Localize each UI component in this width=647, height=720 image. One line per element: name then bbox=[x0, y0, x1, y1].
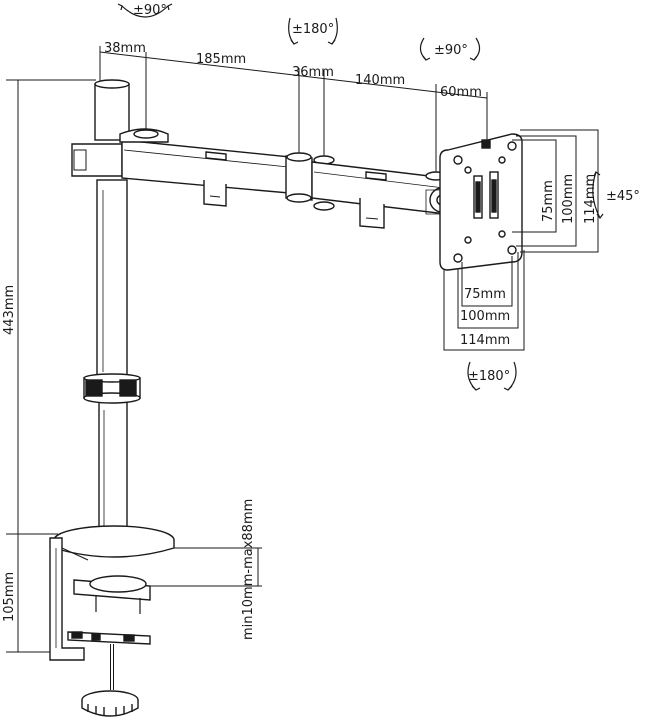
angle-label-top-mid: ±180° bbox=[292, 22, 334, 37]
vesa-horizontal-dimensions: 75mm 100mm 114mm bbox=[443, 250, 525, 351]
dim-36mm: 36mm bbox=[292, 65, 334, 80]
tilt-arc: ±45° bbox=[592, 171, 640, 219]
angle-label-tilt: ±45° bbox=[606, 189, 640, 204]
angle-label-bottom: ±180° bbox=[468, 369, 510, 384]
vesa-plate bbox=[439, 133, 523, 271]
clamp-knob bbox=[81, 690, 139, 717]
dim-vesa-114-horizontal: 114mm bbox=[460, 333, 510, 348]
dim-vesa-114-vertical: 114mm bbox=[583, 174, 598, 224]
height-dimension: 443mm bbox=[2, 79, 96, 535]
angle-label-top-left: ±90° bbox=[133, 3, 167, 18]
rotation-arc-bottom: ±180° bbox=[467, 361, 517, 391]
dim-desk-range: min10mm-max88mm bbox=[241, 499, 256, 640]
dim-38mm: 38mm bbox=[104, 41, 146, 56]
rotation-arc-top-right: ±90° bbox=[419, 37, 481, 61]
dim-185mm: 185mm bbox=[196, 52, 246, 67]
dim-vesa-75-vertical: 75mm bbox=[541, 180, 556, 222]
pole bbox=[94, 79, 130, 533]
dim-vesa-100-vertical: 100mm bbox=[561, 174, 576, 224]
rotation-arc-top-mid: ±180° bbox=[288, 17, 338, 45]
dim-60mm: 60mm bbox=[440, 85, 482, 100]
angle-label-top-right: ±90° bbox=[434, 43, 468, 58]
dim-105mm: 105mm bbox=[2, 572, 17, 622]
desk-thickness-dimension: min10mm-max88mm bbox=[150, 499, 262, 640]
arm-length-dimension: 38mm 185mm 36mm 140mm 60mm bbox=[99, 41, 488, 178]
base-disc bbox=[53, 525, 175, 558]
rotation-arc-top-left: ±90° bbox=[117, 3, 173, 18]
pole-collar bbox=[83, 373, 141, 404]
dim-140mm: 140mm bbox=[355, 73, 405, 88]
vesa-vertical-dimensions: 75mm 100mm 114mm bbox=[512, 129, 599, 253]
arm-elbow-joint bbox=[285, 152, 335, 211]
dim-vesa-75-horizontal: 75mm bbox=[464, 287, 506, 302]
desk-clamp bbox=[49, 537, 151, 690]
dim-443mm: 443mm bbox=[2, 285, 17, 335]
dim-vesa-100-horizontal: 100mm bbox=[460, 309, 510, 324]
arm-first-section bbox=[71, 128, 301, 207]
